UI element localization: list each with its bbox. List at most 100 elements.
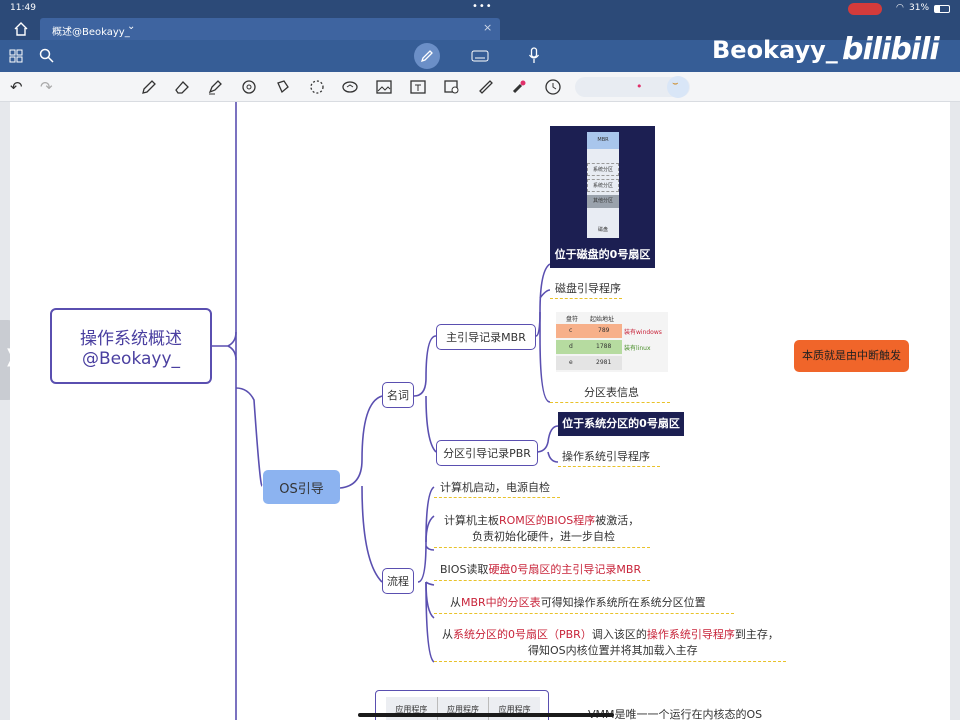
table-row: d 1788: [556, 340, 622, 354]
step-text: 从: [450, 596, 461, 609]
sector0-caption: 位于磁盘的0号扇区: [554, 248, 651, 261]
grid-icon[interactable]: [9, 49, 23, 63]
step-2-line1: 计算机主板ROM区的BIOS程序被激活，: [444, 512, 639, 528]
node-mingci[interactable]: 名词: [382, 382, 414, 408]
close-icon[interactable]: ×: [483, 21, 493, 34]
vm-app-cell: 应用程序: [498, 705, 531, 714]
step-highlight: MBR中的分区表: [461, 596, 541, 609]
scan-image-icon[interactable]: [443, 78, 461, 96]
sticker-icon[interactable]: [341, 78, 359, 96]
undo-icon[interactable]: ↶: [10, 78, 23, 96]
dash-underline: [434, 580, 650, 581]
lasso-icon[interactable]: [274, 78, 292, 96]
table-cell: 789: [598, 327, 610, 334]
dash-underline: [558, 466, 660, 467]
table-row: e 2981: [556, 356, 622, 370]
shape-icon[interactable]: [240, 78, 258, 96]
chevron-down-icon[interactable]: ⌄: [127, 21, 136, 32]
partition-info-label: 分区表信息: [584, 386, 639, 399]
table-cell: d: [569, 343, 573, 350]
tab-title: 概述@Beokayy_: [52, 27, 130, 38]
ruler-icon[interactable]: [477, 78, 495, 96]
color-dot-red[interactable]: •: [636, 80, 643, 93]
step-highlight: 硬盘0号扇区的主引导记录MBR: [488, 563, 642, 576]
table-note: 装有linux: [624, 345, 651, 352]
pen-icon: [420, 50, 433, 63]
step-text: 可得知操作系统所在系统分区位置: [540, 596, 706, 609]
stroke-preview-icon: ⌣: [672, 78, 679, 89]
node-liucheng[interactable]: 流程: [382, 568, 414, 594]
home-indicator[interactable]: [358, 713, 614, 717]
tab-document[interactable]: 概述@Beokayy_ ⌄ ×: [40, 18, 500, 40]
table-note: 装有windows: [624, 329, 662, 336]
disk-column: MBR 系统分区 系统分区 其他分区 磁盘: [587, 132, 619, 238]
status-time: 11:49: [10, 3, 36, 13]
battery-icon: [934, 5, 950, 13]
canvas-area: ❭: [0, 102, 960, 720]
dash-underline: [550, 402, 670, 403]
status-bar: 11:49 ••• ◠ 31%: [0, 0, 960, 18]
document-page[interactable]: 操作系统概述 @Beokayy_ OS引导 名词 流程 主引导记录MBR 分区引…: [10, 102, 950, 720]
highlighter-icon[interactable]: [206, 78, 224, 96]
topic-os-boot[interactable]: OS引导: [263, 470, 340, 504]
step-2-line2: 负责初始化硬件，进一步自检: [472, 530, 615, 543]
dash-underline: [434, 613, 734, 614]
step-text: 到主存，: [734, 628, 779, 641]
vmm-text: VMM是唯一一个运行在内核态的OS: [588, 708, 763, 720]
step-3: BIOS读取硬盘0号扇区的主引导记录MBR: [440, 561, 641, 577]
table-cell: 2981: [596, 359, 612, 366]
wifi-icon: ◠: [896, 3, 904, 13]
image-icon[interactable]: [375, 78, 393, 96]
vm-app-cell: 应用程序: [386, 697, 438, 720]
color-selected[interactable]: ⌣: [667, 76, 689, 98]
select-icon[interactable]: [308, 78, 326, 96]
home-icon[interactable]: [14, 22, 28, 36]
watermark-text: Beokayy_: [712, 36, 838, 64]
root-title: 操作系统概述: [80, 328, 182, 349]
disk-partition-2: 系统分区: [587, 179, 619, 192]
redo-icon[interactable]: ↷: [40, 78, 53, 96]
os-boot-program-label: 操作系统引导程序: [562, 450, 650, 463]
color-palette[interactable]: • ⌣: [575, 76, 690, 98]
table-cell: 1788: [596, 343, 612, 350]
multitask-dots[interactable]: •••: [472, 1, 493, 12]
step-text: 调入该区的: [591, 628, 647, 641]
dash-underline: [434, 547, 650, 548]
step-5-line2: 得知OS内核位置并将其加载入主存: [528, 644, 698, 657]
table-cell: e: [569, 359, 573, 366]
step-text: BIOS读取: [440, 563, 489, 576]
node-pbr[interactable]: 分区引导记录PBR: [436, 440, 538, 466]
battery-percent: 31%: [909, 3, 930, 13]
keyboard-icon[interactable]: [471, 50, 489, 62]
node-mbr[interactable]: 主引导记录MBR: [436, 324, 536, 350]
recording-indicator: [848, 3, 882, 15]
search-icon[interactable]: [39, 48, 54, 63]
disk-partition-1: 系统分区: [587, 163, 619, 176]
root-node[interactable]: 操作系统概述 @Beokayy_: [50, 308, 212, 384]
note-interrupt[interactable]: 本质就是由中断触发: [794, 340, 909, 372]
step-text: 计算机主板: [444, 514, 499, 527]
microphone-icon[interactable]: [528, 47, 540, 64]
text-box-icon[interactable]: [409, 78, 427, 96]
table-header-address: 起始地址: [590, 316, 615, 323]
pen-tool-icon[interactable]: [140, 78, 158, 96]
step-text: 被激活，: [595, 514, 640, 527]
dash-underline: [434, 661, 786, 662]
dash-underline: [434, 497, 560, 498]
tab-bar: 概述@Beokayy_ ⌄ ×: [0, 18, 960, 40]
step-text: 从: [442, 628, 453, 641]
step-1: 计算机启动，电源自检: [440, 481, 550, 494]
bilibili-logo: bilibili: [842, 32, 940, 67]
laser-pointer-icon[interactable]: [510, 78, 528, 96]
main-toolbar: Beokayy_ bilibili: [0, 32, 960, 72]
root-author: @Beokayy_: [81, 348, 181, 369]
clock-icon[interactable]: [544, 78, 562, 96]
eraser-icon[interactable]: [173, 78, 191, 96]
vm-app-cell: 应用程序: [438, 697, 490, 720]
pbr-caption: 位于系统分区的0号扇区: [558, 412, 684, 436]
step-highlight: 操作系统引导程序: [646, 628, 735, 641]
step-highlight: ROM区的BIOS程序: [499, 514, 596, 527]
pen-mode-button[interactable]: [414, 43, 440, 69]
disk-layout-image: MBR 系统分区 系统分区 其他分区 磁盘 位于磁盘的0号扇区: [550, 126, 655, 268]
